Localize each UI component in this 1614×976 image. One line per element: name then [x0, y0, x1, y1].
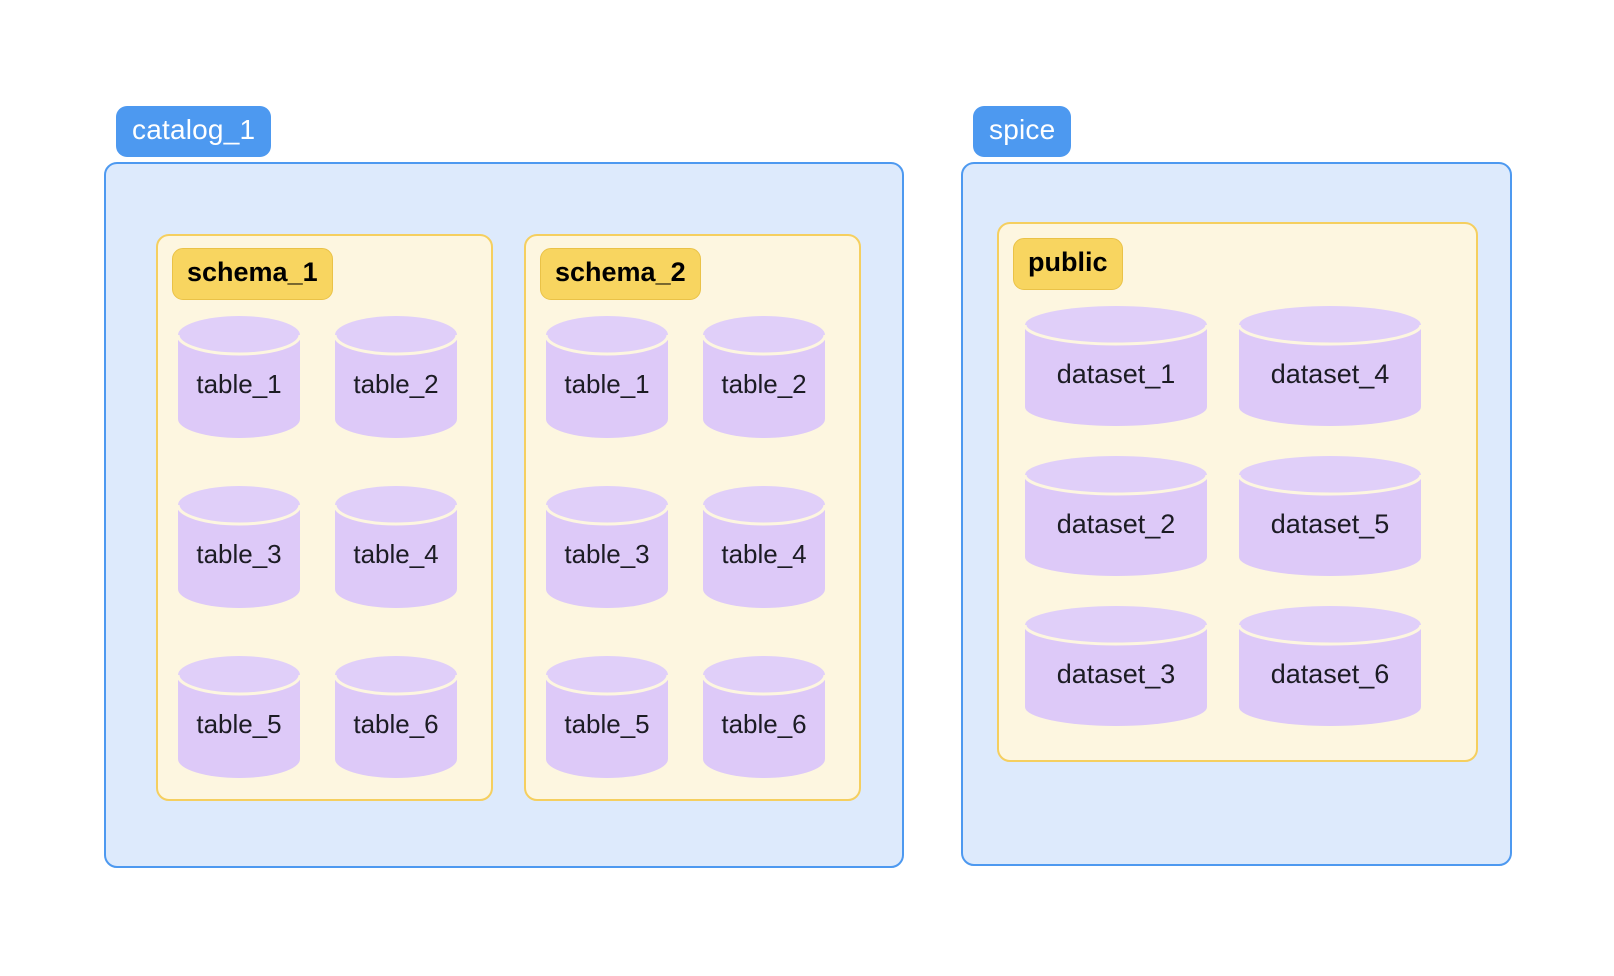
node-dataset-2[interactable]: dataset_2 — [1025, 456, 1207, 576]
group-catalog-1-body: schema_1 table_1 table_2 table_3 table_4… — [104, 162, 904, 868]
node-label: table_4 — [353, 539, 439, 569]
schema-public[interactable]: public dataset_1 dataset_4 dataset_2 dat… — [997, 222, 1478, 762]
node-dataset-3[interactable]: dataset_3 — [1025, 606, 1207, 726]
node-label: table_5 — [196, 709, 282, 739]
group-spice-badge[interactable]: spice — [973, 106, 1072, 157]
cylinder-shape — [1239, 306, 1421, 426]
cylinder-shape — [1025, 456, 1207, 576]
node-label: table_3 — [564, 539, 650, 569]
node-table-2[interactable]: table_2 — [703, 316, 825, 438]
cylinder-shape — [178, 486, 300, 608]
schema-1-badge[interactable]: schema_1 — [172, 248, 333, 300]
node-dataset-6[interactable]: dataset_6 — [1239, 606, 1421, 726]
schema-2[interactable]: schema_2 table_1 table_2 table_3 table_4… — [524, 234, 861, 801]
node-label: dataset_2 — [1056, 508, 1176, 539]
group-catalog-1-badge[interactable]: catalog_1 — [116, 106, 272, 157]
node-table-2[interactable]: table_2 — [335, 316, 457, 438]
cylinder-shape — [703, 486, 825, 608]
node-label: table_2 — [721, 369, 807, 399]
cylinder-shape — [1025, 606, 1207, 726]
cylinder-shape — [546, 656, 668, 778]
node-label: table_6 — [721, 709, 807, 739]
schema-2-badge[interactable]: schema_2 — [540, 248, 701, 300]
cylinder-shape — [703, 656, 825, 778]
node-label: dataset_5 — [1270, 508, 1390, 539]
node-label: dataset_4 — [1270, 358, 1390, 389]
node-dataset-4[interactable]: dataset_4 — [1239, 306, 1421, 426]
node-label: table_5 — [564, 709, 650, 739]
node-label: dataset_3 — [1056, 658, 1176, 689]
node-table-3[interactable]: table_3 — [178, 486, 300, 608]
node-label: dataset_6 — [1270, 658, 1390, 689]
cylinder-shape — [178, 316, 300, 438]
node-label: table_3 — [196, 539, 282, 569]
group-spice[interactable]: spice public dataset_1 dataset_4 dataset_… — [961, 106, 1512, 866]
node-label: table_1 — [564, 369, 650, 399]
node-label: table_4 — [721, 539, 807, 569]
cylinder-shape — [335, 486, 457, 608]
group-spice-body: public dataset_1 dataset_4 dataset_2 dat… — [961, 162, 1512, 866]
schema-public-badge[interactable]: public — [1013, 238, 1123, 290]
cylinder-shape — [1239, 606, 1421, 726]
node-table-5[interactable]: table_5 — [546, 656, 668, 778]
node-table-1[interactable]: table_1 — [546, 316, 668, 438]
schema-1[interactable]: schema_1 table_1 table_2 table_3 table_4… — [156, 234, 493, 801]
node-label: table_6 — [353, 709, 439, 739]
cylinder-shape — [335, 316, 457, 438]
node-label: dataset_1 — [1056, 358, 1176, 389]
node-label: table_1 — [196, 369, 282, 399]
node-dataset-1[interactable]: dataset_1 — [1025, 306, 1207, 426]
node-table-6[interactable]: table_6 — [335, 656, 457, 778]
cylinder-shape — [703, 316, 825, 438]
node-table-3[interactable]: table_3 — [546, 486, 668, 608]
node-table-4[interactable]: table_4 — [335, 486, 457, 608]
node-label: table_2 — [353, 369, 439, 399]
cylinder-shape — [335, 656, 457, 778]
node-dataset-5[interactable]: dataset_5 — [1239, 456, 1421, 576]
node-table-5[interactable]: table_5 — [178, 656, 300, 778]
node-table-4[interactable]: table_4 — [703, 486, 825, 608]
node-table-1[interactable]: table_1 — [178, 316, 300, 438]
cylinder-shape — [1239, 456, 1421, 576]
cylinder-shape — [178, 656, 300, 778]
node-table-6[interactable]: table_6 — [703, 656, 825, 778]
cylinder-shape — [1025, 306, 1207, 426]
cylinder-shape — [546, 316, 668, 438]
cylinder-shape — [546, 486, 668, 608]
group-catalog-1[interactable]: catalog_1 schema_1 table_1 table_2 table_… — [104, 106, 904, 868]
